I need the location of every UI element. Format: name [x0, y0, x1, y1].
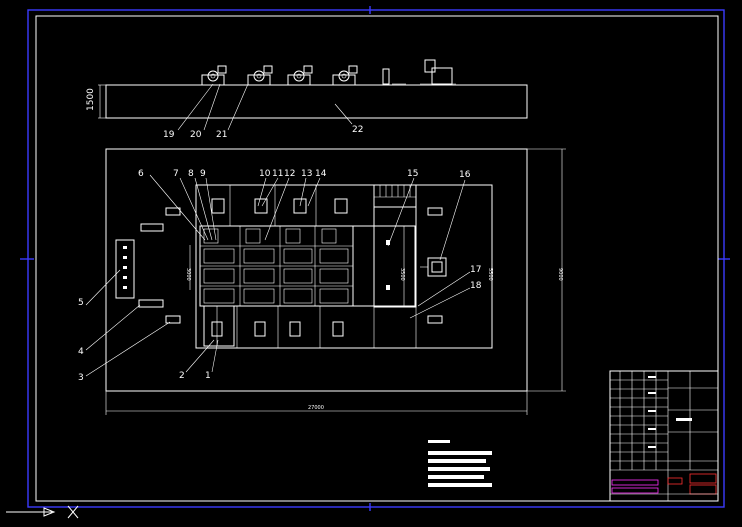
top-unit-row	[211, 185, 348, 226]
callout-20: 20	[190, 130, 202, 140]
entry-unit	[203, 305, 235, 347]
callout-14: 14	[315, 169, 327, 179]
tag-box-4	[165, 315, 181, 324]
heating-section	[373, 206, 417, 308]
elevation-roller-4	[332, 65, 358, 86]
elevation-height-dim: 1500	[86, 88, 96, 111]
control-desk	[115, 239, 135, 299]
heating-block	[352, 225, 416, 307]
callout-9: 9	[200, 169, 206, 179]
elevation-base-frame	[105, 84, 528, 119]
callout-5: 5	[78, 298, 84, 308]
inner-height-dim-b: 3500	[399, 268, 405, 281]
sheet-inner-frame	[35, 15, 719, 502]
elevation-small-post	[382, 68, 390, 85]
callout-10: 10	[259, 169, 271, 179]
tag-box-1	[165, 207, 181, 216]
callout-7: 7	[173, 169, 179, 179]
technical-notes	[428, 440, 492, 487]
callout-2: 2	[179, 371, 185, 381]
roll-stand-grid	[199, 225, 354, 307]
plan-outer-boundary	[105, 148, 528, 392]
callout-4: 4	[78, 347, 84, 357]
callout-11: 11	[272, 169, 283, 179]
callout-16: 16	[459, 170, 471, 180]
tag-box-3	[138, 299, 164, 308]
callout-22: 22	[352, 125, 363, 135]
tag-box-6	[427, 315, 443, 324]
plan-machine-zone	[195, 184, 493, 349]
callout-17: 17	[470, 265, 481, 275]
tag-box-2	[140, 223, 164, 232]
callout-13: 13	[301, 169, 312, 179]
elevation-view: 1500	[86, 59, 528, 119]
bottom-unit-row	[236, 306, 344, 348]
tag-box-5	[427, 207, 443, 216]
staircase	[373, 184, 417, 208]
elevation-motor-unit	[420, 59, 456, 85]
elevation-roller-3	[287, 65, 313, 86]
plan-view: 27000 9000 5500 3500 3000	[105, 148, 566, 415]
callout-19: 19	[163, 130, 175, 140]
callout-21: 21	[216, 130, 227, 140]
callout-leaders	[85, 83, 471, 377]
title-block	[609, 370, 719, 502]
callout-1: 1	[205, 371, 211, 381]
inner-height-dim-c: 3000	[185, 268, 191, 281]
plan-height-dim: 9000	[557, 268, 563, 281]
ucs-icon	[6, 505, 79, 519]
plan-width-dim: 27000	[308, 405, 324, 411]
callout-3: 3	[78, 373, 84, 383]
callout-8: 8	[188, 169, 194, 179]
callout-6: 6	[138, 169, 144, 179]
elevation-roller-2	[247, 65, 273, 86]
inner-height-dim-a: 5500	[487, 268, 493, 281]
callout-12: 12	[284, 169, 295, 179]
elevation-roller-1	[201, 65, 227, 86]
callout-15: 15	[407, 169, 418, 179]
motor-unit-16	[420, 257, 447, 277]
callout-18: 18	[470, 281, 482, 291]
